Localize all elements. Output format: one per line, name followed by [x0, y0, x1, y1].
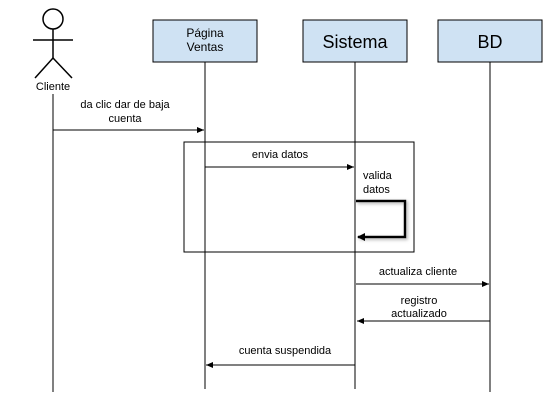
message-actualiza-cliente: actualiza cliente: [356, 266, 489, 287]
participant-label-line2: Ventas: [187, 40, 224, 54]
self-call-arrowhead: [357, 233, 365, 241]
message-label-line2: datos: [363, 184, 390, 196]
participant-label-line1: Página: [186, 26, 224, 40]
participant-label: BD: [477, 32, 502, 52]
message-envia-datos: envia datos: [205, 149, 354, 170]
participant-box: [437, 19, 543, 63]
participant-box: [302, 19, 408, 63]
message-label-line1: registro: [401, 295, 438, 307]
message-label-line2: actualizado: [391, 308, 447, 320]
message-valida-datos: valida datos: [356, 170, 407, 241]
participant-sistema: Sistema: [302, 19, 408, 63]
message-da-clic: da clic dar de baja cuenta: [53, 99, 204, 133]
participant-box: [152, 19, 258, 63]
actor-label: Cliente: [36, 81, 70, 93]
participant-bd: BD: [437, 19, 543, 63]
message-label-line1: valida: [363, 170, 393, 182]
participant-label: Sistema: [322, 32, 388, 52]
message-label: cuenta suspendida: [239, 345, 332, 357]
message-label-line2: cuenta: [108, 113, 142, 125]
actor-cliente: Cliente: [33, 8, 73, 93]
fragment-frame: [183, 141, 415, 253]
participant-pagina-ventas: Página Ventas: [152, 19, 258, 63]
message-cuenta-suspendida: cuenta suspendida: [206, 345, 355, 368]
message-label: actualiza cliente: [379, 266, 457, 278]
message-label-line1: da clic dar de baja: [80, 99, 170, 111]
self-call-arrow: [356, 199, 407, 239]
actor-head: [42, 8, 64, 30]
message-registro-actualizado: registro actualizado: [357, 295, 490, 324]
message-label: envia datos: [252, 149, 309, 161]
